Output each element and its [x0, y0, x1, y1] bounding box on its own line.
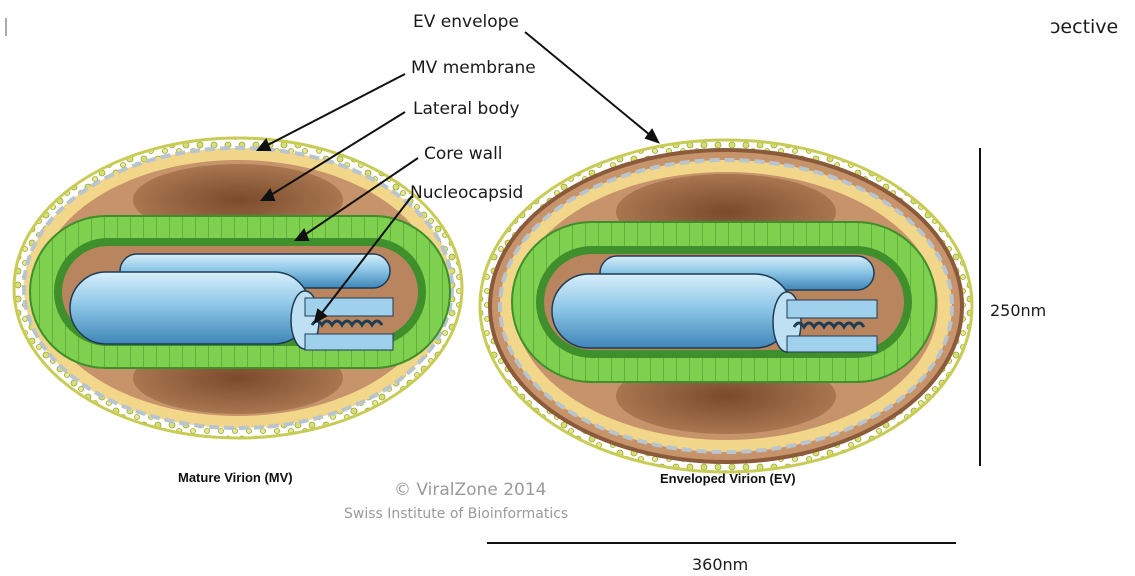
- leader-mv-membrane: [262, 74, 405, 148]
- ev-capsid-segment-top: [787, 300, 877, 318]
- mature-virion: [14, 138, 462, 438]
- label-nucleocapsid: Nucleocapsid: [410, 183, 523, 203]
- credit-viralzone: © ViralZone 2014: [394, 480, 546, 500]
- arrow-ev-envelope: [646, 130, 658, 142]
- leader-ev-envelope: [525, 32, 656, 140]
- width-measurement: 360nm: [692, 555, 748, 574]
- label-lateral-body: Lateral body: [413, 99, 520, 119]
- credit-sib: Swiss Institute of Bioinformatics: [344, 506, 568, 522]
- label-ev-envelope: EV envelope: [413, 12, 519, 32]
- label-mv-membrane: MV membrane: [411, 58, 536, 78]
- cropped-header-text: ɔective: [1050, 16, 1118, 38]
- caption-enveloped-virion: Enveloped Virion (EV): [660, 471, 796, 486]
- mv-nucleocapsid-lower: [70, 272, 310, 344]
- label-core-wall: Core wall: [424, 144, 503, 164]
- caption-mature-virion: Mature Virion (MV): [178, 470, 293, 485]
- mv-capsid-segment-bottom: [305, 334, 393, 350]
- ev-capsid-segment-bottom: [787, 336, 877, 352]
- height-measurement: 250nm: [990, 301, 1046, 320]
- ev-nucleocapsid-lower: [552, 274, 792, 348]
- enveloped-virion: [480, 140, 972, 472]
